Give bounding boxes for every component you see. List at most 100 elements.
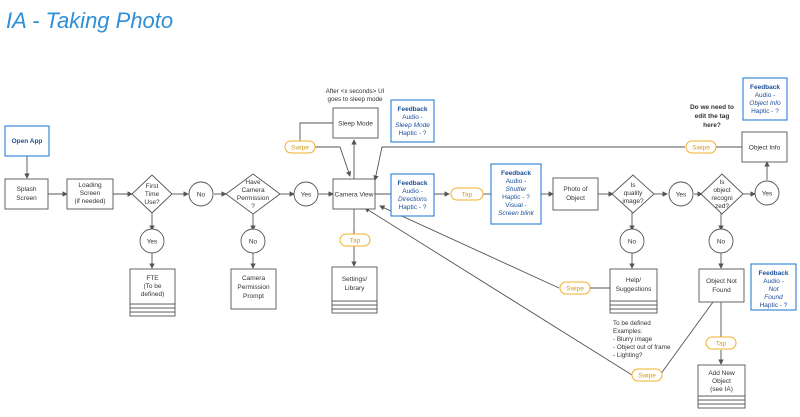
feedback-shutter-box: Feedback Audio - Shutter Haptic - ? Visu… bbox=[490, 163, 542, 225]
edit-tag-note-1: Do we need to bbox=[690, 104, 734, 111]
feedback-shutter-line-5: Screen blink bbox=[498, 210, 535, 217]
feedback-directions-line-3: Haptic - ? bbox=[399, 204, 427, 211]
camera-prompt-label-3: Prompt bbox=[243, 293, 264, 300]
edit-tag-note-2: edit the tag bbox=[695, 113, 730, 120]
camera-view-node[interactable]: Camera View bbox=[332, 178, 376, 210]
camera-permission-prompt-node[interactable]: Camera Permission Prompt bbox=[230, 268, 277, 310]
feedback-not-found-line-4: Haptic - ? bbox=[760, 302, 788, 309]
help-note-4: - Object out of frame bbox=[613, 344, 671, 351]
no-circle-recognized: No bbox=[708, 228, 734, 254]
camera-prompt-label-1: Camera bbox=[242, 275, 266, 282]
photo-label-2: Object bbox=[566, 195, 585, 202]
not-found-label-1: Object Not bbox=[706, 278, 737, 285]
sleep-mode-node[interactable]: Sleep Mode bbox=[332, 107, 379, 139]
quality-image-decision[interactable]: Is quality image? bbox=[611, 174, 655, 214]
first-time-label-2: Time bbox=[145, 191, 160, 198]
no-circle-first-time: No bbox=[188, 181, 214, 207]
camera-view-label: Camera View bbox=[335, 192, 374, 199]
open-app-node[interactable]: Open App bbox=[4, 125, 50, 157]
feedback-shutter-line-4: Visual - bbox=[505, 202, 527, 209]
loading-label-3: (if needed) bbox=[74, 198, 105, 205]
sleep-mode-label: Sleep Mode bbox=[338, 121, 373, 128]
quality-label-1: Is bbox=[630, 182, 636, 189]
feedback-shutter-line-2: Shutter bbox=[506, 186, 528, 193]
feedback-not-found-line-1: Audio - bbox=[763, 278, 784, 285]
splash-screen-node[interactable]: Splash Screen bbox=[4, 178, 49, 210]
no-label: No bbox=[197, 192, 206, 199]
recognized-label-1: Is bbox=[719, 179, 725, 186]
splash-label-1: Splash bbox=[17, 186, 37, 193]
feedback-object-info-box: Feedback Audio - Object Info Haptic - ? bbox=[742, 77, 788, 121]
sleep-note-1: After <x seconds> UI bbox=[326, 88, 385, 95]
tap-pill-settings[interactable]: Tap bbox=[339, 233, 371, 247]
feedback-object-info-line-1: Audio - bbox=[755, 92, 776, 99]
loading-label-1: Loading bbox=[78, 182, 102, 189]
loading-label-2: Screen bbox=[80, 190, 101, 197]
yes-circle-recognized: Yes bbox=[754, 180, 780, 206]
feedback-directions-title: Feedback bbox=[398, 180, 428, 187]
fte-label-1: FTE bbox=[146, 275, 159, 282]
fte-node[interactable]: FTE (To be defined) bbox=[129, 268, 176, 317]
help-label-2: Suggestions bbox=[616, 286, 653, 293]
feedback-not-found-title: Feedback bbox=[759, 270, 789, 277]
first-time-use-decision[interactable]: First Time Use? bbox=[131, 174, 173, 214]
help-note-1: To be defined bbox=[613, 320, 651, 327]
settings-library-node[interactable]: Settings/ Library bbox=[331, 266, 378, 314]
object-info-label: Object Info bbox=[749, 145, 781, 152]
open-app-label: Open App bbox=[12, 138, 43, 145]
quality-label-2: quality bbox=[624, 190, 644, 197]
photo-label-1: Photo of bbox=[563, 186, 587, 193]
feedback-sleep-line-1: Audio - bbox=[402, 114, 423, 121]
yes-label: Yes bbox=[147, 239, 158, 246]
camera-permission-decision[interactable]: Have Camera Permission ? bbox=[225, 173, 281, 215]
loading-screen-node[interactable]: Loading Screen (if needed) bbox=[66, 178, 114, 210]
feedback-sleep-line-2: Sleep Mode bbox=[395, 122, 430, 129]
swipe-pill-bottom[interactable]: Swipe bbox=[631, 368, 663, 382]
swipe-help-label: Swipe bbox=[566, 286, 584, 293]
feedback-object-info-line-3: Haptic - ? bbox=[751, 108, 779, 115]
yes-camera-label: Yes bbox=[301, 192, 312, 199]
feedback-directions-box: Feedback Audio - Directions Haptic - ? bbox=[390, 173, 435, 217]
object-recognized-decision[interactable]: Is object recogni zed? bbox=[700, 173, 744, 215]
edit-tag-note: Do we need to edit the tag here? bbox=[690, 104, 734, 129]
splash-label-2: Screen bbox=[16, 195, 37, 202]
first-time-label-3: Use? bbox=[144, 199, 160, 206]
edit-tag-note-3: here? bbox=[703, 122, 721, 129]
swipe-object-info-label: Swipe bbox=[692, 145, 710, 152]
swipe-pill-object-info[interactable]: Swipe bbox=[685, 140, 717, 154]
swipe-bottom-label: Swipe bbox=[638, 373, 656, 380]
swipe-pill-sleep[interactable]: Swipe bbox=[284, 140, 316, 154]
settings-label-1: Settings/ bbox=[342, 276, 367, 283]
tap-add-label: Tap bbox=[716, 341, 727, 348]
help-suggestions-node[interactable]: Help/ Suggestions bbox=[609, 268, 658, 314]
feedback-sleep-title: Feedback bbox=[398, 106, 428, 113]
connectors bbox=[24, 122, 770, 376]
quality-label-3: image? bbox=[622, 198, 644, 205]
add-new-label-1: Add New bbox=[708, 370, 735, 377]
fte-label-3: defined) bbox=[141, 291, 165, 298]
fte-label-2: (To be bbox=[143, 283, 161, 290]
recognized-label-3: recogni bbox=[711, 195, 732, 202]
tap-pill-shutter[interactable]: Tap bbox=[450, 187, 484, 201]
add-new-label-2: Object bbox=[712, 378, 731, 385]
feedback-sleep-box: Feedback Audio - Sleep Mode Haptic - ? bbox=[390, 99, 435, 143]
help-note-2: Examples: bbox=[613, 328, 643, 335]
feedback-object-info-line-2: Object Info bbox=[749, 100, 781, 107]
photo-of-object-node[interactable]: Photo of Object bbox=[552, 177, 599, 211]
feedback-not-found-line-2: Not bbox=[768, 286, 779, 293]
yes-circle-quality: Yes bbox=[668, 181, 694, 207]
yes-quality-label: Yes bbox=[676, 192, 687, 199]
feedback-shutter-title: Feedback bbox=[501, 170, 531, 177]
have-camera-label-1: Have bbox=[245, 179, 261, 186]
swipe-pill-help[interactable]: Swipe bbox=[559, 281, 591, 295]
recognized-label-4: zed? bbox=[715, 203, 729, 210]
feedback-sleep-line-3: Haptic - ? bbox=[399, 130, 427, 137]
add-new-object-node[interactable]: Add New Object (see IA) bbox=[697, 364, 746, 409]
not-found-label-2: Found bbox=[712, 287, 731, 294]
help-label-1: Help/ bbox=[626, 277, 641, 284]
object-not-found-node[interactable]: Object Not Found bbox=[698, 268, 745, 303]
tap-pill-add[interactable]: Tap bbox=[705, 336, 737, 350]
object-info-node[interactable]: Object Info bbox=[741, 131, 788, 163]
add-new-label-3: (see IA) bbox=[710, 386, 733, 393]
